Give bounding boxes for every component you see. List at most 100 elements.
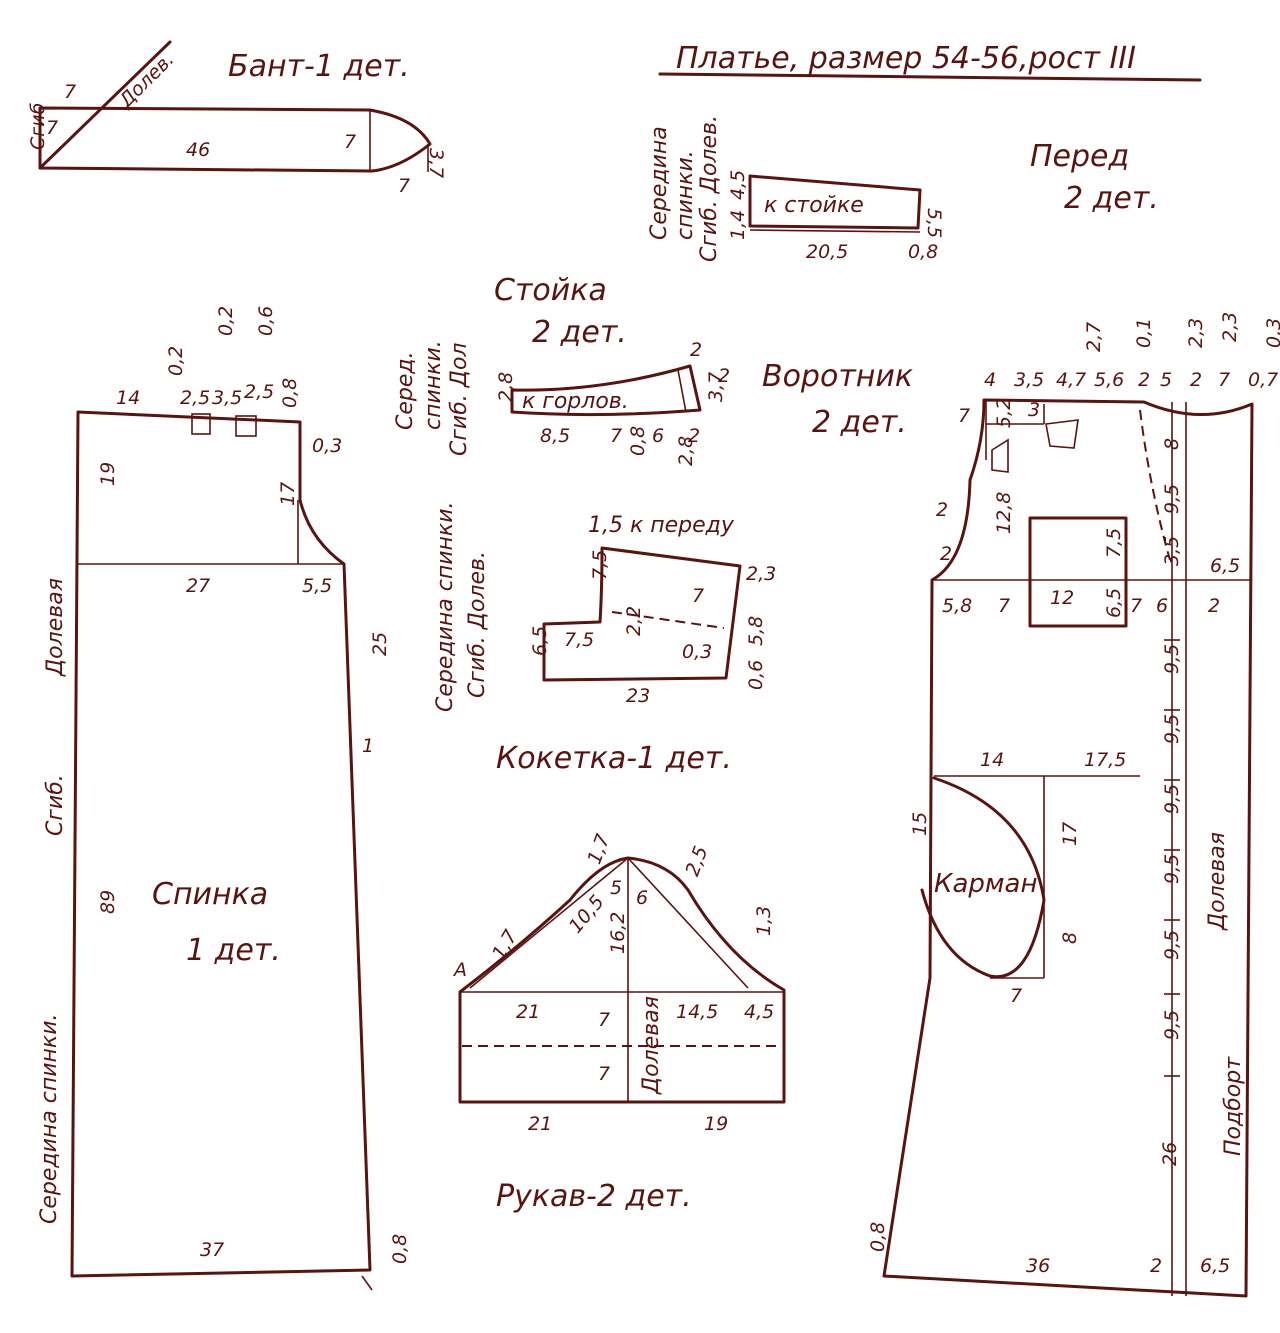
front-outline: [882, 398, 1254, 1298]
yoke-note: 1,5 к переду: [588, 513, 735, 538]
sleeve-dim: 19: [704, 1113, 728, 1135]
collar-band-dim: 20,5: [806, 241, 848, 263]
front-dim: 3,5: [1161, 536, 1183, 566]
title-underline: [658, 72, 1202, 82]
yoke-dim: 2,2: [623, 606, 645, 636]
sleeve-dim: 21: [516, 1001, 540, 1023]
front-top-dim: 2: [1138, 369, 1150, 391]
front-dim: 6: [1156, 595, 1168, 617]
yoke-dim: 2,3: [746, 563, 776, 585]
front-top-dim: 2,3: [1219, 312, 1241, 342]
sleeve-grain-label: Долевая: [639, 996, 664, 1095]
collar-band-dim: 0,8: [908, 241, 938, 263]
yoke-dim: 7,5: [589, 550, 611, 580]
front-dim: 5,8: [942, 595, 972, 617]
collar-band-dim: 5,5: [923, 208, 945, 238]
back-piece: 14 0,2 0,2 0,6 2,5 3,5 2,5 0,8 0,3 19 17…: [37, 306, 411, 1291]
back-dim: 37: [200, 1239, 224, 1261]
front-dim: 7,5: [1103, 528, 1125, 558]
sleeve-dim: 7: [598, 1009, 610, 1031]
collar-band-label: к стойке: [764, 193, 864, 218]
front-dim: 36: [1026, 1255, 1050, 1277]
front-neck-dashed: [1139, 409, 1171, 561]
front-dim: 2: [936, 499, 948, 521]
back-dim: 25: [369, 632, 391, 656]
collar-band-piece: к стойке Середина спинки. Сгиб. Долев. 4…: [647, 115, 945, 263]
stand-dim: 3,7: [705, 372, 727, 402]
stand-dim: 2: [718, 365, 730, 387]
stand-dim: 0,8: [627, 426, 649, 456]
sleeve-cap-guide: [627, 857, 749, 989]
bow-dim: 46: [186, 139, 210, 161]
front-dim: 26: [1159, 1142, 1181, 1166]
front-dim: 0,8: [867, 1222, 889, 1252]
back-dim: 19: [97, 462, 119, 486]
front-dim: 6,5: [1200, 1255, 1230, 1277]
yoke-outline: [542, 546, 742, 682]
front-dim: 12,8: [993, 492, 1015, 534]
sleeve-dim: 7: [598, 1063, 610, 1085]
back-dim: 17: [277, 482, 299, 506]
back-dim: 14: [116, 387, 140, 409]
front-dim: 14: [980, 749, 1004, 771]
collar-band-dim: 4,5: [727, 170, 749, 200]
front-nine-dim: 9,5: [1161, 854, 1183, 884]
front-dim: 6,5: [1210, 555, 1240, 577]
back-dim: 0,3: [312, 435, 342, 457]
front-dim: 7: [1010, 985, 1022, 1007]
sleeve-dim: 2,5: [681, 843, 712, 879]
collar-title: Воротник: [762, 359, 913, 394]
collar-band-side: Сгиб. Долев.: [697, 115, 722, 262]
bow-outline: [38, 106, 432, 173]
bow-fold-label: Сгиб: [27, 102, 49, 150]
front-dim: 2: [1208, 595, 1220, 617]
front-piece: 4 3,5 4,7 2,7 5,6 0,1 2 5 2,3 2 2,3 7 0,…: [867, 312, 1280, 1298]
front-dim: 7: [998, 595, 1010, 617]
front-top-dim: 0,1: [1133, 318, 1155, 348]
sleeve-dim: 1,3: [753, 906, 775, 936]
yoke-dim: 5,8: [745, 616, 767, 646]
front-dim: 17: [1059, 822, 1081, 846]
front-facing-label: Подборт: [1221, 1056, 1246, 1156]
bow-dim: 7: [398, 175, 410, 197]
yoke-dashed-line: [611, 611, 725, 629]
stand-dim: 2,8: [675, 436, 697, 466]
front-dim: 17,5: [1084, 749, 1126, 771]
stand-dim: 2: [690, 339, 702, 361]
back-dim: 5,5: [302, 575, 332, 597]
sleeve-dim: 6: [636, 887, 648, 909]
front-dim: 6,5: [1103, 588, 1125, 618]
front-title-count: 2 дет.: [1064, 181, 1159, 216]
back-dim: 0,8: [279, 378, 301, 408]
stand-title: Стойка: [494, 273, 607, 308]
yoke-side: Сгиб. Долев.: [465, 551, 490, 698]
front-dim: 3: [1028, 399, 1040, 421]
back-dim: 89: [97, 890, 119, 914]
bow-grain-label: Долев.: [114, 49, 178, 113]
front-top-dim: 4: [984, 369, 996, 391]
front-dim: 8: [1161, 438, 1183, 450]
front-nine-dim: 9,5: [1161, 930, 1183, 960]
stand-dim: 2,8: [495, 372, 517, 402]
front-pocket-label: Карман: [934, 869, 1037, 899]
back-dim: 2,5: [244, 381, 274, 403]
bow-title: Бант-1 дет.: [228, 49, 410, 84]
front-top-dim: 2: [1190, 369, 1202, 391]
sleeve-dim: 4,5: [744, 1001, 774, 1023]
sleeve-mark: A: [452, 959, 467, 981]
sleeve-dim: 5: [610, 877, 622, 899]
front-dim: 2: [1150, 1255, 1162, 1277]
front-pocket-square: [1028, 516, 1128, 628]
back-dim: 1: [362, 735, 374, 757]
back-title: Спинка: [152, 877, 268, 912]
sleeve-title: Рукав-2 дет.: [496, 1179, 692, 1214]
yoke-title: Кокетка-1 дет.: [496, 741, 732, 776]
stand-side: Сгиб. Дол: [447, 343, 472, 456]
sleeve-dim: 1,7: [488, 926, 522, 963]
stand-dim: 6: [652, 425, 664, 447]
front-dim: 15: [909, 812, 931, 836]
stand-dim: 2: [688, 425, 700, 447]
back-dim: 0,6: [255, 306, 277, 336]
yoke-dim: 7,5: [564, 629, 594, 651]
